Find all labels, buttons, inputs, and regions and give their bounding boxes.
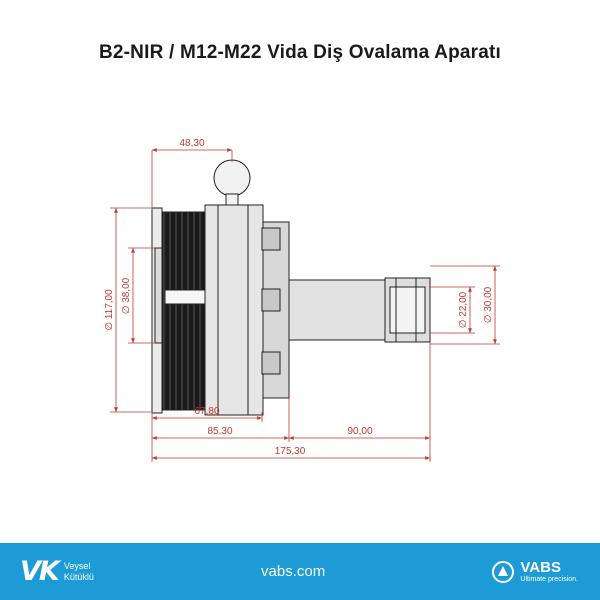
vabs-tagline: Ultimate precision. [520, 575, 578, 583]
dim-head-len: 67,80 [194, 406, 219, 417]
vabs-emblem-icon [492, 560, 515, 583]
vk-brand-line1: Veysel [63, 560, 91, 571]
vk-brand-line2: Kütüklü [63, 571, 94, 582]
dim-shaft-len: 90,00 [347, 426, 372, 437]
bolt-mid [261, 288, 281, 312]
vk-logo[interactable]: VK Veysel Kütüklü [20, 556, 94, 587]
dim-total-len: 175,30 [275, 446, 306, 457]
dim-inner-dia: ∅ 38,00 [121, 277, 132, 314]
vk-logo-mark: VK [20, 556, 60, 587]
dimension-labels: 48,30 ∅ 117,00 ∅ 38,00 ∅ 22,00 ∅ 30,00 6… [104, 138, 494, 457]
shaft [288, 279, 386, 341]
dim-outer-dia: ∅ 117,00 [104, 289, 115, 331]
dim-body-len: 85,30 [207, 426, 232, 437]
website-link[interactable]: vabs.com [261, 563, 326, 580]
dimension-lines [110, 148, 500, 462]
page-title: B2-NIR / M12-M22 Vida Diş Ovalama Aparat… [98, 42, 502, 63]
center-slot [164, 289, 211, 305]
bolt-bottom [261, 351, 281, 375]
footer-bar: VK Veysel Kütüklü vabs.com VABS Ultimate… [0, 543, 600, 600]
dim-top-width: 48,30 [179, 138, 204, 149]
bolt-top [261, 227, 281, 251]
dim-shaft-outer-dia: ∅ 30,00 [483, 286, 494, 323]
housing [204, 204, 264, 416]
thread-roll [161, 211, 208, 411]
dim-shaft-inner-dia: ∅ 22,00 [458, 291, 469, 328]
vabs-name: VABS [520, 558, 561, 576]
knob-ball [213, 159, 251, 197]
part-outline [151, 159, 431, 416]
vabs-logo[interactable]: VABS Ultimate precision. [492, 560, 578, 584]
